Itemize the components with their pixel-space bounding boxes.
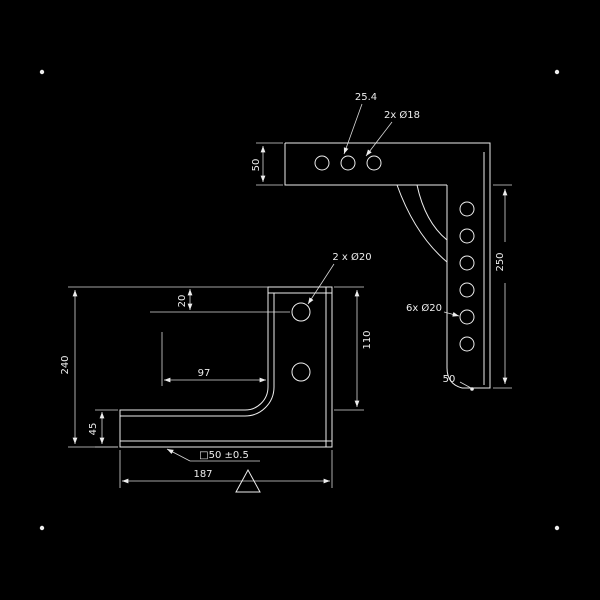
front-view-dimensions: 25.4 2x Ø18 50 6x Ø20 250 50 <box>251 92 512 391</box>
ext-overall-length <box>119 450 333 488</box>
dim-hole-top-offset: 20 <box>177 295 188 308</box>
side-inner-lines <box>120 287 332 447</box>
leader-dot <box>470 387 474 391</box>
dim-hole-spacing: 25.4 <box>355 92 377 103</box>
shank-hole <box>340 155 356 171</box>
leader-bottom-offset <box>459 381 472 389</box>
leader-tube-size <box>166 448 191 462</box>
dim-overall-height: 240 <box>60 355 71 374</box>
datum-triangle-icon <box>235 468 261 493</box>
leader-top-holes <box>365 121 393 157</box>
shank-hole <box>366 155 382 171</box>
adjust-hole <box>459 336 475 352</box>
dim-side-holes: 6x Ø20 <box>406 302 442 314</box>
ext-plate-height <box>334 286 364 411</box>
dim-hole-to-edge: 97 <box>198 368 211 379</box>
plate-hole <box>291 362 311 382</box>
side-view <box>119 286 333 448</box>
dim-hole-span: 250 <box>495 252 506 271</box>
ext-bar-height <box>256 142 283 186</box>
dim-bottom-offset: 50 <box>443 374 456 385</box>
ext-tube-height <box>95 409 118 448</box>
adjust-hole <box>459 228 475 244</box>
side-outline <box>119 286 333 448</box>
gusset-edges <box>396 184 448 263</box>
leader-plate-holes <box>307 263 335 305</box>
ext-hole-span <box>493 184 512 389</box>
dim-overall-length: 187 <box>193 469 212 480</box>
side-view-dimensions: 2 x Ø20 110 20 97 240 45 □50 ±0.5 187 <box>60 251 373 493</box>
front-view <box>284 142 491 389</box>
dim-tube-size: □50 ±0.5 <box>199 450 249 461</box>
adjust-hole <box>459 255 475 271</box>
front-outline <box>284 142 491 389</box>
dim-plate-height: 110 <box>362 330 373 349</box>
dim-plate-holes: 2 x Ø20 <box>332 251 371 263</box>
registration-dot <box>39 525 45 531</box>
adjust-hole <box>459 309 475 325</box>
registration-dot <box>554 69 560 75</box>
dim-bar-height: 50 <box>251 159 262 172</box>
registration-dots <box>39 69 560 531</box>
adjust-hole <box>459 201 475 217</box>
registration-dot <box>554 525 560 531</box>
leader-hole-spacing <box>343 103 363 155</box>
dim-top-holes: 2x Ø18 <box>384 109 420 121</box>
shank-hole <box>314 155 330 171</box>
plate-hole <box>291 302 311 322</box>
leader-side-holes <box>443 311 460 317</box>
adjust-hole <box>459 282 475 298</box>
dim-tube-height: 45 <box>88 423 99 436</box>
registration-dot <box>39 69 45 75</box>
